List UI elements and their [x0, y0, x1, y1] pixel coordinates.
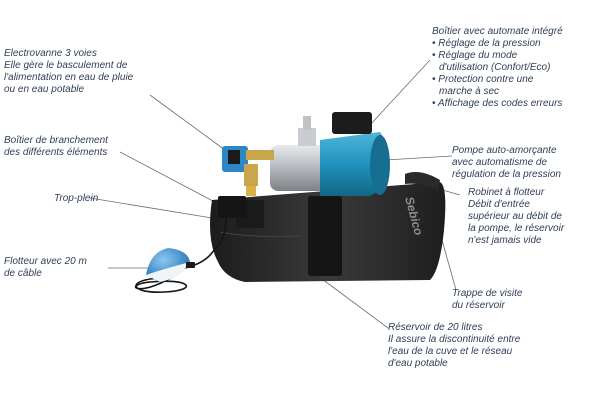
label-line: l'alimentation en eau de pluie — [4, 72, 134, 83]
label-line: supérieur au débit de — [468, 211, 562, 222]
label-flotteur: Flotteur avec 20 m de câble — [4, 256, 87, 280]
leader-trop-plein — [89, 197, 213, 219]
label-line: ou en eau potable — [4, 84, 85, 95]
label-reservoir: Réservoir de 20 litres Il assure la disc… — [388, 322, 520, 370]
label-line: n'est jamais vide — [468, 235, 542, 246]
feature-item-cont: marche à sec — [439, 86, 500, 97]
label-line: Réservoir de 20 litres — [388, 322, 483, 333]
label-line: Robinet à flotteur — [468, 187, 545, 198]
float-switch — [146, 248, 195, 282]
label-boitier-automate: Boîtier avec automate intégré • Réglage … — [432, 26, 563, 110]
label-boitier-branchement: Boîtier de branchement des différents él… — [4, 135, 108, 159]
label-line: régulation de la pression — [452, 169, 561, 180]
label-line: Pompe auto-amorçante — [452, 145, 557, 156]
leader-lines — [89, 59, 461, 329]
label-trop-plein: Trop-plein — [54, 193, 98, 205]
leader-reservoir — [317, 275, 389, 329]
label-line: Débit d'entrée — [468, 199, 530, 210]
label-line: l'eau de la cuve et le réseau — [388, 346, 513, 357]
label-title: Boîtier avec automate intégré — [432, 26, 563, 37]
label-trappe: Trappe de visite du réservoir — [452, 288, 522, 312]
label-electrovanne: Electrovanne 3 voies Elle gère le bascul… — [4, 48, 133, 96]
label-line: du réservoir — [452, 300, 505, 311]
label-line: Trappe de visite — [452, 288, 523, 299]
feature-item: • Réglage du mode — [432, 50, 518, 61]
junction-box — [213, 196, 246, 251]
leader-pompe — [384, 155, 453, 161]
reservoir-tank — [210, 172, 446, 282]
label-line: Electrovanne 3 voies — [4, 48, 97, 59]
label-pompe: Pompe auto-amorçante avec automatisme de… — [452, 145, 561, 181]
pump-motor — [270, 112, 390, 196]
three-way-valve — [222, 146, 274, 196]
leader-boitier-automate — [369, 59, 431, 126]
leader-boitier-branchement — [119, 151, 231, 211]
feature-item: • Protection contre une — [432, 74, 534, 85]
label-line: la pompe, le réservoir — [468, 223, 565, 234]
label-line: avec automatisme de — [452, 157, 548, 168]
feature-item-cont: d'utilisation (Confort/Eco) — [439, 62, 551, 73]
label-line: de câble — [4, 268, 42, 279]
label-line: des différents éléments — [4, 147, 108, 158]
feature-item: • Affichage des codes erreurs — [432, 98, 563, 109]
label-robinet: Robinet à flotteur Débit d'entrée supéri… — [468, 187, 564, 247]
label-line: Elle gère le basculement de — [4, 60, 128, 71]
label-line: Boîtier de branchement — [4, 135, 108, 146]
feature-item: • Réglage de la pression — [432, 38, 541, 49]
leader-electrovanne — [149, 94, 226, 151]
label-line: Flotteur avec 20 m — [4, 256, 87, 267]
label-line: Trop-plein — [54, 193, 99, 204]
feature-list: • Réglage de la pression • Réglage du mo… — [432, 38, 563, 110]
label-line: d'eau potable — [388, 358, 448, 369]
label-line: Il assure la discontinuité entre — [388, 334, 521, 345]
